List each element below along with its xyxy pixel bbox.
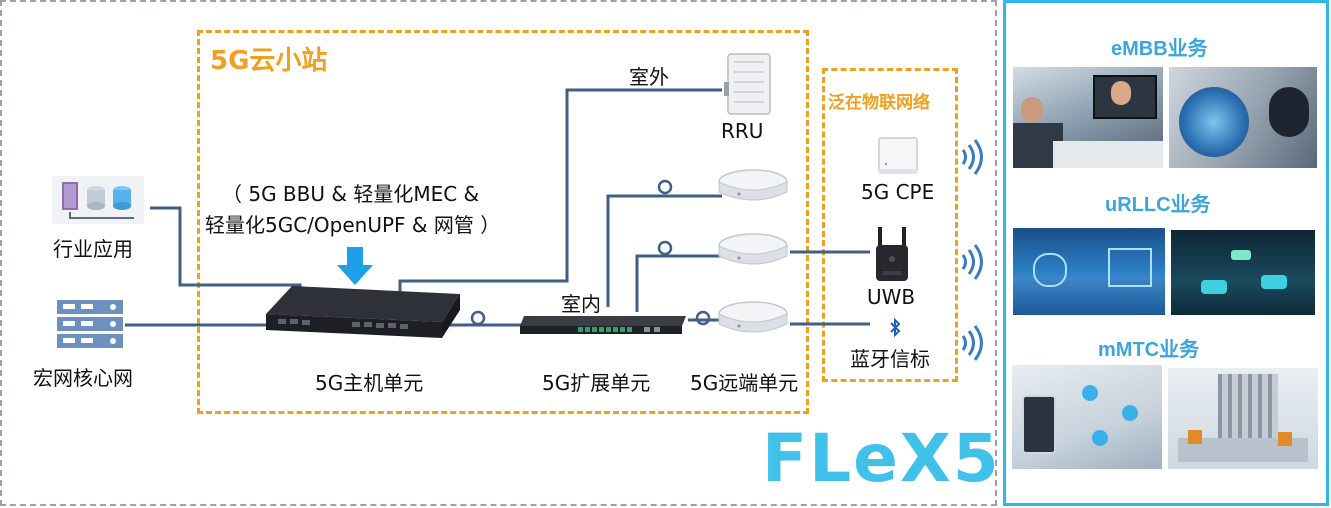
- macro-core-label: 宏网核心网: [33, 366, 133, 390]
- small-cell-box: [197, 30, 809, 414]
- mmtc-photo-smarthome: [1012, 365, 1162, 469]
- embb-photo-vr: [1169, 67, 1317, 168]
- urllc-photo-factory: [1013, 228, 1165, 315]
- host-unit-device: [266, 286, 460, 338]
- cpe-label: 5G CPE: [861, 180, 935, 204]
- outdoor-label: 室外: [629, 65, 669, 89]
- main-panel: [0, 0, 997, 506]
- connection-lines: [125, 88, 983, 361]
- uwb-device: [876, 227, 908, 281]
- remote-unit-device: [718, 301, 788, 333]
- embb-photo-conference: [1013, 67, 1163, 168]
- remote-unit-label: 5G远端单元: [690, 371, 799, 395]
- iot-network-title: 泛在物联网络: [828, 93, 930, 113]
- industry-app-icon: [52, 176, 144, 224]
- urllc-photo-vehicles: [1171, 230, 1315, 315]
- cpe-device: [878, 137, 918, 174]
- remote-unit-device: [718, 233, 788, 265]
- beacon-label: 蓝牙信标: [850, 347, 930, 371]
- industry-app-label: 行业应用: [53, 237, 133, 261]
- urllc-title: uRLLC业务: [1105, 194, 1211, 216]
- expansion-unit-device: [520, 316, 686, 334]
- small-cell-title: 5G云小站: [210, 46, 328, 76]
- mmtc-title: mMTC业务: [1098, 339, 1200, 361]
- mmtc-photo-warehouse: [1168, 368, 1318, 469]
- rru-label: RRU: [721, 119, 764, 143]
- expansion-unit-label: 5G扩展单元: [542, 371, 651, 395]
- bluetooth-icon: [890, 318, 901, 338]
- iot-network-box: [822, 68, 958, 382]
- uwb-label: UWB: [867, 285, 916, 309]
- host-description-line2: 轻量化5GC/OpenUPF & 网管 ）: [205, 213, 501, 237]
- host-description-line1: （ 5G BBU & 轻量化MEC &: [222, 182, 480, 206]
- host-unit-label: 5G主机单元: [315, 371, 424, 395]
- server-rack-icon: [57, 300, 123, 348]
- arrow-down-icon: [337, 247, 373, 285]
- rru-device: [724, 53, 771, 115]
- brand-logo: FLeX5: [762, 420, 1001, 497]
- indoor-label: 室内: [561, 292, 601, 316]
- remote-unit-device: [718, 169, 788, 201]
- embb-title: eMBB业务: [1111, 38, 1208, 60]
